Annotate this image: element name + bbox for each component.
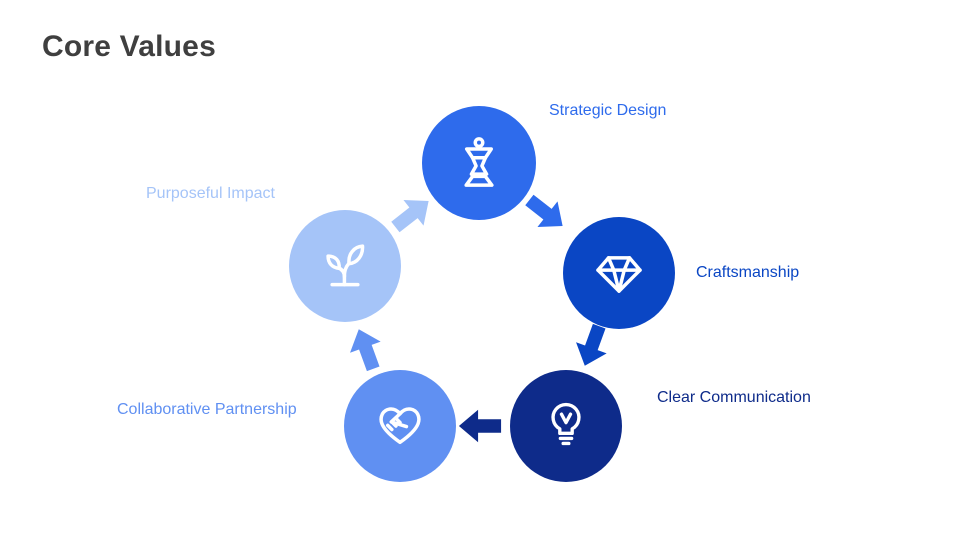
lightbulb-icon xyxy=(539,399,593,453)
arrow-purposeful-to-strategic xyxy=(391,199,429,233)
chess-strategy-icon xyxy=(451,135,507,191)
label-collaborative-partnership: Collaborative Partnership xyxy=(117,401,297,418)
page-title: Core Values xyxy=(42,30,216,63)
sprout-icon xyxy=(317,238,373,294)
handshake-icon xyxy=(372,398,428,454)
node-strategic-design xyxy=(422,106,536,220)
arrow-collaborative-to-purposeful xyxy=(350,329,381,372)
node-craftsmanship xyxy=(563,217,675,329)
arrow-craftsmanship-to-clear-communication xyxy=(576,323,607,366)
node-collaborative-partnership xyxy=(344,370,456,482)
label-purposeful-impact: Purposeful Impact xyxy=(146,185,275,202)
node-clear-communication xyxy=(510,370,622,482)
arrow-clear-communication-to-collaborative xyxy=(458,409,502,443)
diamond-icon xyxy=(591,245,647,301)
label-craftsmanship: Craftsmanship xyxy=(696,264,800,281)
node-purposeful-impact xyxy=(289,210,401,322)
label-clear-communication: Clear Communication xyxy=(657,389,811,406)
arrow-strategic-to-craftsmanship xyxy=(525,194,563,228)
label-strategic-design: Strategic Design xyxy=(549,102,667,119)
